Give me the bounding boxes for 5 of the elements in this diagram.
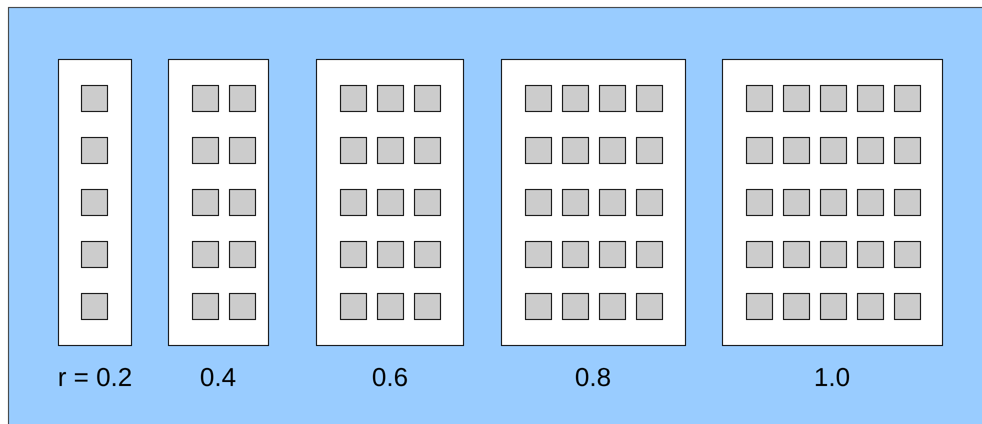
ratio-label: r = 0.2 (58, 362, 132, 393)
ratio-label: 0.8 (574, 362, 612, 393)
ratio-label: 0.6 (372, 362, 408, 393)
ratio-label: 0.4 (200, 362, 236, 393)
ratio-label: 1.0 (814, 362, 850, 393)
